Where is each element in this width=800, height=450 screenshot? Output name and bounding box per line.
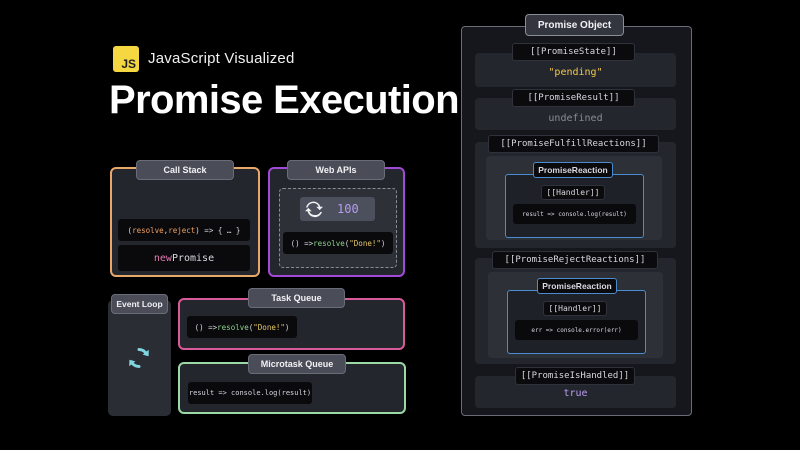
event-loop-refresh-icon xyxy=(126,345,152,371)
callback-paren-open: ( xyxy=(344,238,350,248)
fulfill-reaction-label: PromiseReaction xyxy=(533,162,613,178)
microtask-queue-item: result => console.log(result) xyxy=(188,382,312,404)
frame-comma: , xyxy=(163,225,169,235)
microtask-code: result => console.log(result) xyxy=(188,389,312,397)
reject-handler-code: err => console.error(err) xyxy=(515,320,638,340)
javascript-logo-text: JS xyxy=(121,57,136,71)
call-stack-label: Call Stack xyxy=(136,160,234,180)
frame-paren-open: ( xyxy=(127,225,133,235)
fulfill-handler-text: result => console.log(result) xyxy=(522,210,627,218)
promise-result-value: undefined xyxy=(548,113,603,124)
timer-refresh-icon xyxy=(305,200,323,218)
timer-delay-value: 100 xyxy=(337,202,359,216)
call-stack-frame-executor: (resolve, reject) => { … } xyxy=(118,219,250,241)
web-api-timer: 100 xyxy=(300,197,375,221)
promise-constructor: Promise xyxy=(171,252,215,264)
reject-reactions-label: [[PromiseRejectReactions]] xyxy=(492,251,658,269)
task-resolve: resolve xyxy=(217,322,249,332)
microtask-queue-label: Microtask Queue xyxy=(248,354,346,374)
reject-handler-text: err => console.error(err) xyxy=(531,326,622,334)
callback-arrow: () => xyxy=(290,238,314,248)
task-string: "Done!" xyxy=(253,322,285,332)
is-handled-value: true xyxy=(563,388,588,399)
task-paren-open: ( xyxy=(248,322,254,332)
javascript-logo: JS xyxy=(113,46,139,72)
web-api-callback: () => resolve("Done!") xyxy=(283,232,393,254)
frame-param-reject: reject xyxy=(168,225,196,235)
promise-state-value: "pending" xyxy=(548,67,603,78)
callback-paren-close: ) xyxy=(380,238,386,248)
page-title: Promise Execution xyxy=(109,78,460,122)
fulfill-handler-label: [[Handler]] xyxy=(541,185,605,200)
web-apis-label: Web APIs xyxy=(287,160,385,180)
fulfill-reactions-label: [[PromiseFulfillReactions]] xyxy=(488,135,659,153)
promise-result-label: [[PromiseResult]] xyxy=(512,89,635,107)
task-queue-item: () => resolve("Done!") xyxy=(187,316,297,338)
promise-state-label: [[PromiseState]] xyxy=(512,43,635,61)
reject-handler-label: [[Handler]] xyxy=(543,301,607,316)
frame-param-resolve: resolve xyxy=(132,225,164,235)
callback-resolve: resolve xyxy=(313,238,345,248)
frame-arrow-body: ) => { … } xyxy=(195,225,241,235)
fulfill-handler-code: result => console.log(result) xyxy=(513,204,636,224)
task-queue-label: Task Queue xyxy=(248,288,345,308)
web-api-timer-slot xyxy=(279,188,397,268)
call-stack-frame-new-promise: new Promise xyxy=(118,245,250,271)
task-paren-close: ) xyxy=(284,322,290,332)
is-handled-label: [[PromiseIsHandled]] xyxy=(515,367,635,385)
callback-string: "Done!" xyxy=(349,238,381,248)
new-keyword: new xyxy=(153,252,172,264)
promise-object-label: Promise Object xyxy=(525,14,624,36)
task-arrow: () => xyxy=(194,322,218,332)
series-title: JavaScript Visualized xyxy=(148,50,295,67)
event-loop-panel xyxy=(108,300,171,416)
reject-reaction-label: PromiseReaction xyxy=(537,278,617,294)
event-loop-label: Event Loop xyxy=(111,294,168,314)
